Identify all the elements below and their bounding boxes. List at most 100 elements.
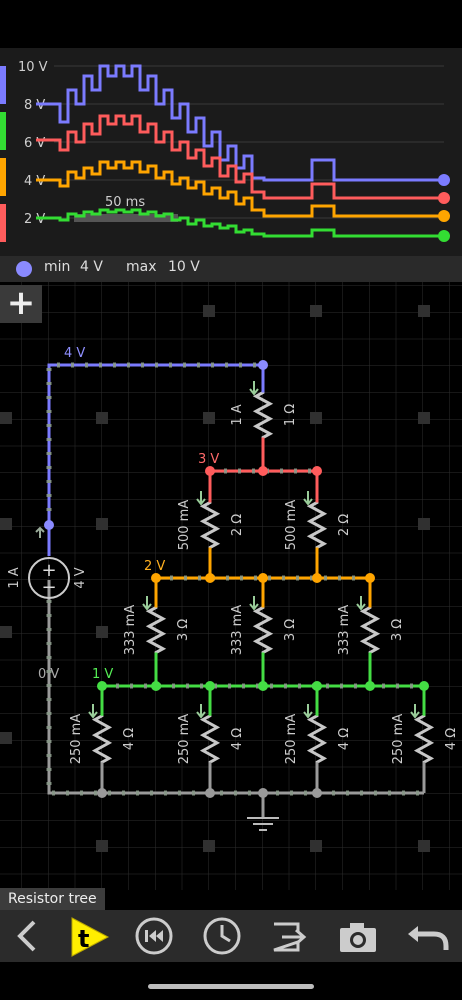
undo-button[interactable]: [396, 910, 452, 962]
circuit-node[interactable]: [205, 788, 215, 798]
max-value: 10 V: [168, 259, 200, 275]
resistor-10[interactable]: 250 mA 4 Ω: [391, 704, 459, 770]
voltage-source: + −: [28, 525, 70, 600]
resistor-current-label: 1 A: [230, 404, 245, 425]
resistor-2[interactable]: 500 mA 2 Ω: [177, 491, 245, 555]
resistor-value-label: 4 Ω: [122, 728, 137, 750]
min-label: min: [44, 259, 71, 275]
resistor-6[interactable]: 333 mA 3 Ω: [337, 596, 405, 660]
resistor-current-label: 250 mA: [69, 714, 84, 765]
resistor-value-label: 2 Ω: [230, 514, 245, 536]
circuit-node[interactable]: [365, 573, 375, 583]
resistor-current-label: 333 mA: [230, 605, 245, 656]
screenshot-button[interactable]: [328, 910, 384, 962]
resistor-current-label: 250 mA: [284, 714, 299, 765]
node-label-top: 4 V: [64, 346, 85, 361]
circuit-node[interactable]: [97, 788, 107, 798]
circuit-diagram: + − 1 A 4 V 4 V 3 V 2 V 1 V 0 V 1 A 1 Ω 50…: [0, 282, 462, 890]
bottom-toolbar: t: [0, 910, 462, 962]
node-label-level1: 3 V: [198, 452, 219, 467]
resistor-current-label: 333 mA: [337, 605, 352, 656]
resistor-5[interactable]: 333 mA 3 Ω: [230, 596, 298, 660]
circuit-canvas[interactable]: + − 1 A 4 V 4 V 3 V 2 V 1 V 0 V 1 A 1 Ω 50…: [0, 282, 462, 890]
circuit-node[interactable]: [312, 681, 322, 691]
y-label-6: 6 V: [24, 136, 45, 151]
circuit-node[interactable]: [419, 681, 429, 691]
play-button[interactable]: t: [60, 910, 116, 962]
trace-end-red: [438, 192, 450, 204]
svg-text:−: −: [41, 577, 56, 598]
resistor-value-label: 4 Ω: [337, 728, 352, 750]
circuit-node[interactable]: [258, 360, 268, 370]
circuit-node[interactable]: [44, 520, 54, 530]
circuit-node[interactable]: [258, 573, 268, 583]
circuit-node[interactable]: [312, 788, 322, 798]
max-label: max: [126, 259, 157, 275]
trace-blue: [36, 64, 444, 182]
back-button[interactable]: [0, 910, 56, 962]
add-component-button[interactable]: +: [0, 285, 42, 323]
import-button[interactable]: [260, 910, 316, 962]
trace-green: [36, 208, 444, 238]
time-button[interactable]: [194, 910, 250, 962]
clock-icon: [203, 917, 241, 955]
resistor-current-label: 250 mA: [391, 714, 406, 765]
resistor-current-label: 500 mA: [177, 500, 192, 551]
resistor-7[interactable]: 250 mA 4 Ω: [69, 704, 137, 770]
trace-tab-green: [0, 112, 6, 150]
resistor-value-label: 4 Ω: [230, 728, 245, 750]
circuit-node[interactable]: [205, 681, 215, 691]
camera-icon: [340, 923, 376, 952]
node-label-level3: 1 V: [92, 667, 113, 682]
resistor-value-label: 3 Ω: [283, 619, 298, 641]
time-scale-bar: [74, 214, 178, 222]
play-t-icon: t: [71, 917, 110, 957]
resistor-value-label: 3 Ω: [390, 619, 405, 641]
oscilloscope-panel[interactable]: 10 V 8 V 6 V 4 V 2 V 50 ms: [0, 48, 462, 256]
selected-trace-dot[interactable]: [16, 261, 32, 277]
resistor-value-label: 4 Ω: [444, 728, 459, 750]
node-label-ground: 0 V: [38, 667, 59, 682]
svg-text:+: +: [41, 560, 56, 581]
trace-tab-blue: [0, 66, 6, 104]
circuit-title: Resistor tree: [0, 888, 105, 910]
chevron-left-icon: [17, 920, 36, 952]
circuit-node[interactable]: [258, 788, 268, 798]
home-indicator: [148, 984, 314, 989]
circuit-node[interactable]: [258, 681, 268, 691]
resistor-9[interactable]: 250 mA 4 Ω: [284, 704, 352, 770]
oscilloscope-plot: 10 V 8 V 6 V 4 V 2 V 50 ms: [0, 60, 450, 242]
circuit-node[interactable]: [312, 573, 322, 583]
rewind-icon: [135, 917, 173, 955]
circuit-node[interactable]: [205, 573, 215, 583]
node-label-level2: 2 V: [144, 559, 165, 574]
resistor-current-label: 333 mA: [123, 605, 138, 656]
wire-ground: [47, 600, 424, 795]
resistor-value-label: 2 Ω: [337, 514, 352, 536]
resistor-current-label: 500 mA: [284, 500, 299, 551]
min-value: 4 V: [80, 259, 103, 275]
y-label-10: 10 V: [18, 60, 48, 75]
resistor-1[interactable]: 1 A 1 Ω: [230, 381, 298, 445]
scope-status-bar: min 4 V max 10 V: [0, 256, 462, 282]
trace-red: [36, 114, 444, 200]
trace-tab-red: [0, 204, 6, 242]
circuit-node[interactable]: [151, 573, 161, 583]
circuit-node[interactable]: [205, 466, 215, 476]
rewind-button[interactable]: [126, 910, 182, 962]
source-voltage: 4 V: [73, 567, 88, 588]
svg-text:t: t: [78, 925, 89, 953]
circuit-node[interactable]: [258, 466, 268, 476]
circuit-node[interactable]: [97, 681, 107, 691]
circuit-node[interactable]: [312, 466, 322, 476]
import-icon: [273, 922, 307, 952]
resistor-value-label: 1 Ω: [283, 404, 298, 426]
trace-tab-orange: [0, 158, 6, 196]
source-current: 1 A: [7, 567, 22, 588]
ground-symbol: [247, 817, 279, 831]
circuit-node[interactable]: [365, 681, 375, 691]
circuit-node[interactable]: [151, 681, 161, 691]
resistor-3[interactable]: 500 mA 2 Ω: [284, 491, 352, 555]
